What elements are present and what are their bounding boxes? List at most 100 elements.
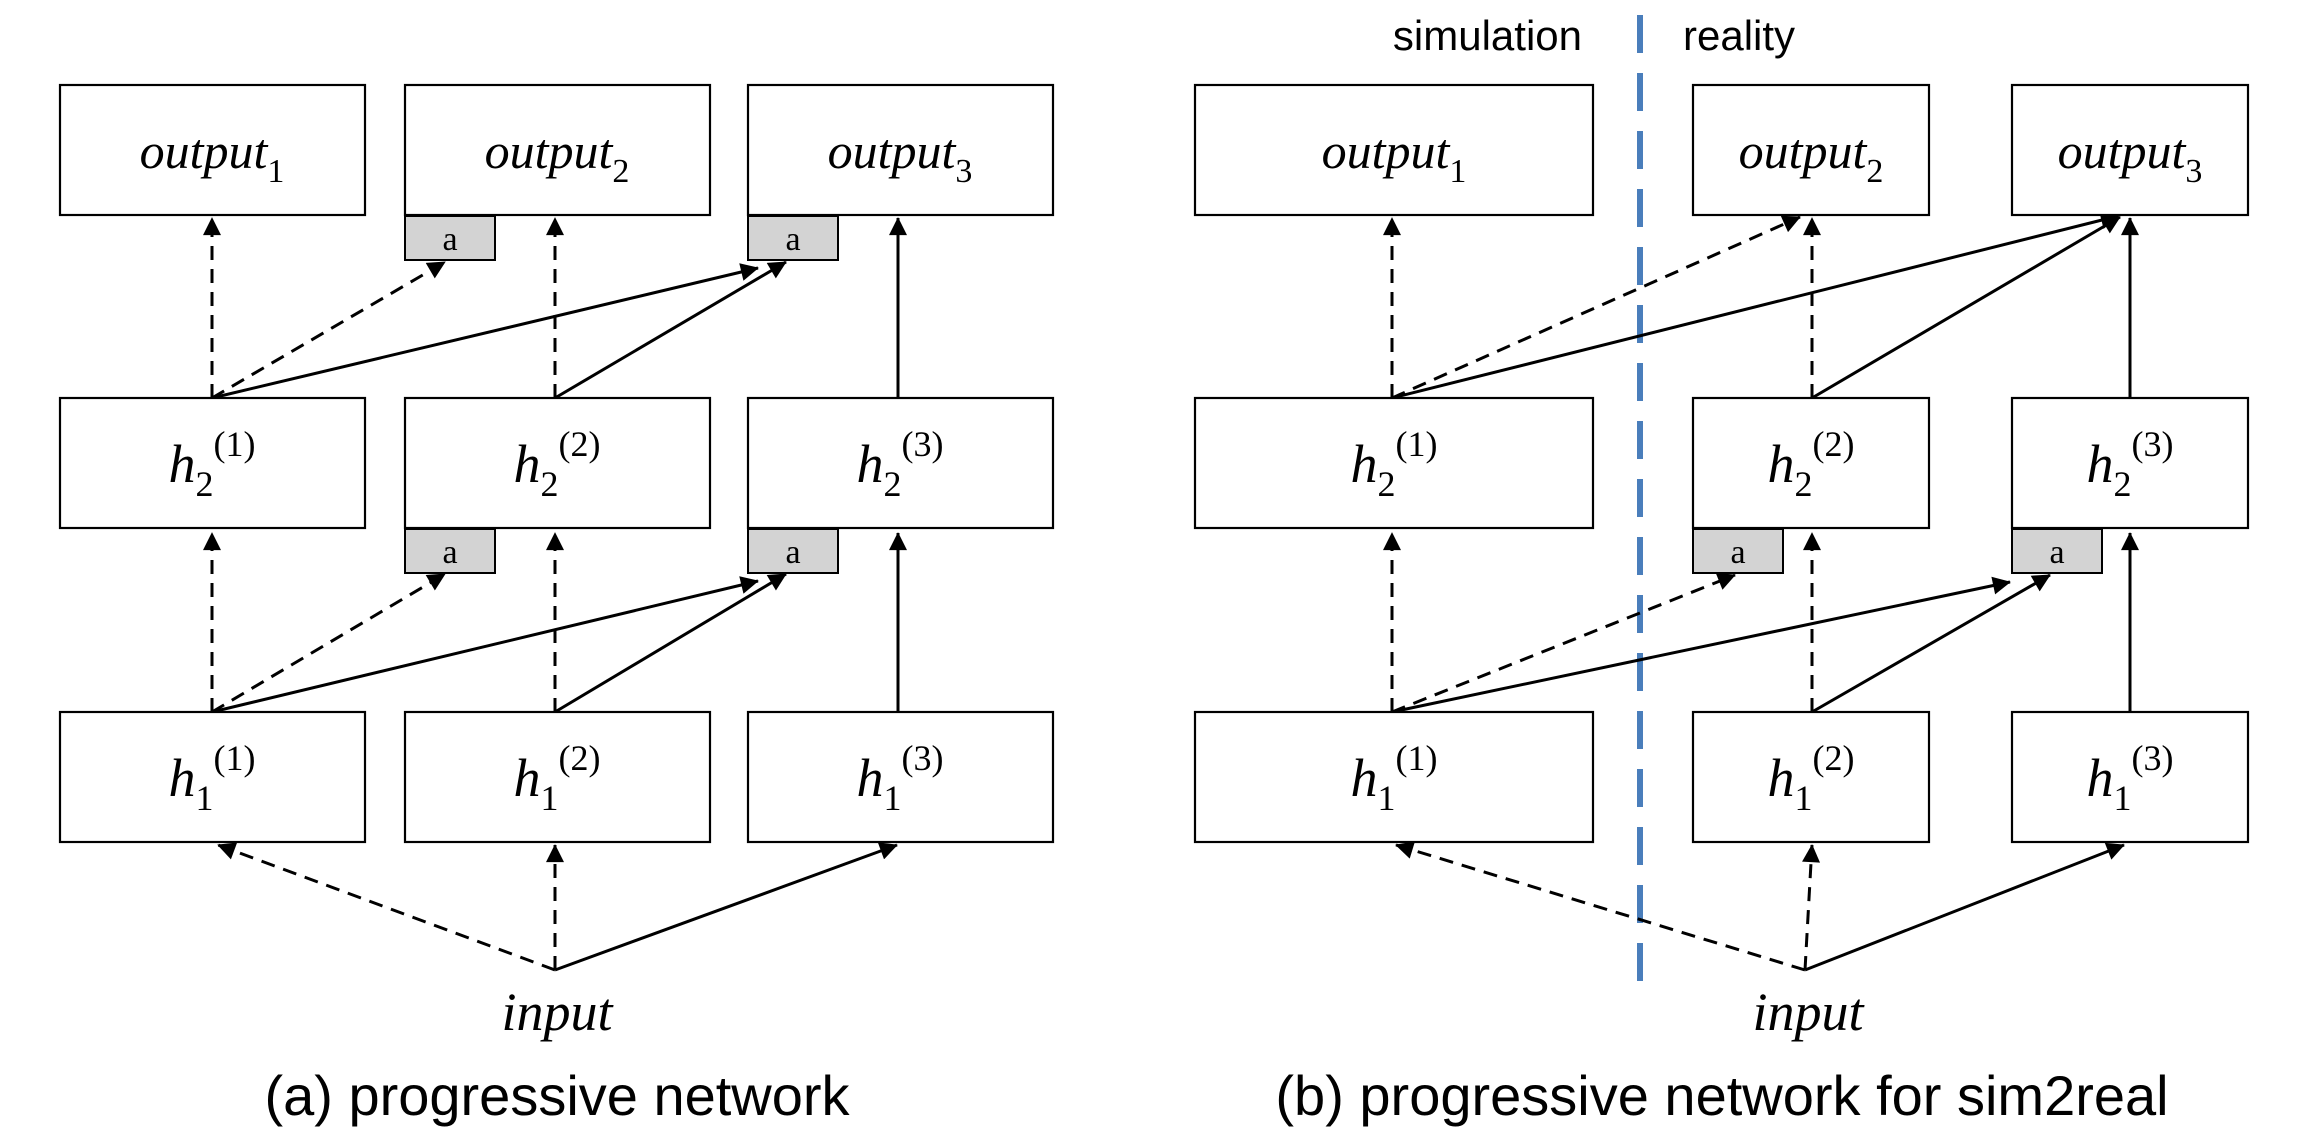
svg-text:output3: output3 bbox=[2058, 123, 2203, 190]
svg-text:output2: output2 bbox=[485, 123, 630, 190]
adapter-output-3: a bbox=[747, 215, 839, 261]
svg-text:output1: output1 bbox=[1322, 123, 1467, 190]
region-label-simulation: simulation bbox=[1393, 12, 1582, 59]
node-label: h bbox=[1768, 748, 1795, 808]
node-subscript: 2 bbox=[1378, 464, 1396, 504]
node-label: h bbox=[2087, 748, 2114, 808]
panel-a-edges bbox=[203, 217, 907, 972]
node-h1-1: h1(1) bbox=[1193, 710, 1595, 844]
node-subscript: 1 bbox=[196, 778, 214, 818]
node-label: h bbox=[1351, 434, 1378, 494]
node-label: output bbox=[1322, 123, 1451, 179]
node-h1-2: h1(2) bbox=[1691, 710, 1931, 844]
node-label: h bbox=[169, 748, 196, 808]
node-h2-2: h2(2) bbox=[1691, 396, 1931, 530]
svg-text:h2(1): h2(1) bbox=[1351, 424, 1438, 504]
edge-h1-2-adapter-3 bbox=[1811, 573, 2051, 714]
svg-text:h1(3): h1(3) bbox=[857, 738, 944, 818]
node-h2-3: h2(3) bbox=[2010, 396, 2250, 530]
node-output-2: output2 bbox=[1691, 83, 1931, 217]
edge-h1-2-adapter-3 bbox=[554, 572, 787, 714]
svg-text:h1(3): h1(3) bbox=[2087, 738, 2174, 818]
node-label: output bbox=[1739, 123, 1868, 179]
node-subscript: 2 bbox=[612, 153, 629, 190]
node-label: h bbox=[857, 434, 884, 494]
node-h1-1: h1(1) bbox=[58, 710, 367, 844]
node-subscript: 1 bbox=[2114, 778, 2132, 818]
edge-h2-2-adapter-3 bbox=[554, 260, 787, 400]
svg-text:a: a bbox=[785, 221, 800, 258]
node-label: h bbox=[514, 434, 541, 494]
node-label: h bbox=[1351, 748, 1378, 808]
panel-b-caption: (b) progressive network for sim2real bbox=[1275, 1064, 2168, 1127]
node-subscript: 2 bbox=[541, 464, 559, 504]
adapter-h2-3: a bbox=[747, 528, 839, 574]
svg-text:h2(2): h2(2) bbox=[1768, 424, 1855, 504]
edge-h1-1-adapter-3a bbox=[1391, 576, 2011, 714]
node-h2-2: h2(2) bbox=[403, 396, 712, 530]
node-subscript: 1 bbox=[541, 778, 559, 818]
edge-input-h1-3 bbox=[554, 842, 898, 972]
svg-text:output2: output2 bbox=[1739, 123, 1884, 190]
svg-text:a: a bbox=[785, 534, 800, 571]
adapter-output-2: a bbox=[404, 215, 496, 261]
edge-h2-1-adapter-3a bbox=[211, 263, 759, 400]
svg-text:h2(3): h2(3) bbox=[2087, 424, 2174, 504]
node-label: h bbox=[1768, 434, 1795, 494]
panel-a-boxes: output1 output2 output3 h2(1) h2(2) h2(3… bbox=[58, 83, 1055, 844]
node-output-3: output3 bbox=[2010, 83, 2250, 217]
svg-text:output3: output3 bbox=[828, 123, 973, 190]
node-superscript: (3) bbox=[902, 738, 944, 778]
node-superscript: (1) bbox=[1396, 424, 1438, 464]
node-superscript: (2) bbox=[559, 738, 601, 778]
adapter-h2-3: a bbox=[2011, 528, 2103, 574]
edge-input-h1-1 bbox=[217, 842, 556, 972]
node-output-3: output3 bbox=[746, 83, 1055, 217]
input-label: input bbox=[501, 982, 614, 1042]
region-label-reality: reality bbox=[1683, 12, 1795, 59]
svg-text:output1: output1 bbox=[140, 123, 285, 190]
node-subscript: 2 bbox=[1866, 153, 1883, 190]
svg-text:a: a bbox=[1730, 534, 1745, 571]
node-subscript: 1 bbox=[267, 153, 284, 190]
edge-h1-1-adapter-2 bbox=[1391, 572, 1736, 714]
edge-h1-1-adapter-3a bbox=[211, 576, 759, 714]
node-h2-1: h2(1) bbox=[1193, 396, 1595, 530]
node-label: output bbox=[828, 123, 957, 179]
edge-h2-1-output-2 bbox=[1391, 215, 1801, 400]
panel-a: output1 output2 output3 h2(1) h2(2) h2(3… bbox=[58, 83, 1055, 1127]
node-superscript: (2) bbox=[1813, 738, 1855, 778]
node-superscript: (3) bbox=[2132, 424, 2174, 464]
svg-text:a: a bbox=[442, 221, 457, 258]
node-label: output bbox=[140, 123, 269, 179]
svg-text:h2(2): h2(2) bbox=[514, 424, 601, 504]
edge-h1-1-adapter-2 bbox=[211, 572, 446, 714]
node-subscript: 1 bbox=[884, 778, 902, 818]
adapter-h2-2: a bbox=[404, 528, 496, 574]
node-h1-3: h1(3) bbox=[746, 710, 1055, 844]
node-label: output bbox=[485, 123, 614, 179]
edge-h2-2-output-3 bbox=[1811, 215, 2121, 400]
node-label: h bbox=[857, 748, 884, 808]
adapter-h2-2: a bbox=[1692, 528, 1784, 574]
node-label: output bbox=[2058, 123, 2187, 179]
node-label: h bbox=[169, 434, 196, 494]
svg-text:h1(2): h1(2) bbox=[514, 738, 601, 818]
panel-b: simulation reality bbox=[1193, 12, 2250, 1127]
node-h1-3: h1(3) bbox=[2010, 710, 2250, 844]
panel-a-caption: (a) progressive network bbox=[264, 1064, 850, 1127]
edge-h2-1-output-3 bbox=[1391, 211, 2119, 400]
node-superscript: (1) bbox=[214, 738, 256, 778]
node-h2-1: h2(1) bbox=[58, 396, 367, 530]
svg-text:a: a bbox=[2049, 534, 2064, 571]
panel-b-boxes: output1 output2 output3 h2(1) h2(2) h2(3… bbox=[1193, 83, 2250, 844]
node-subscript: 3 bbox=[955, 153, 972, 190]
node-label: h bbox=[514, 748, 541, 808]
edge-input-h1-1 bbox=[1395, 841, 1806, 972]
node-superscript: (3) bbox=[2132, 738, 2174, 778]
node-superscript: (2) bbox=[559, 424, 601, 464]
input-label: input bbox=[1752, 982, 1865, 1042]
node-subscript: 2 bbox=[884, 464, 902, 504]
edge-h2-1-adapter-2 bbox=[211, 260, 446, 400]
